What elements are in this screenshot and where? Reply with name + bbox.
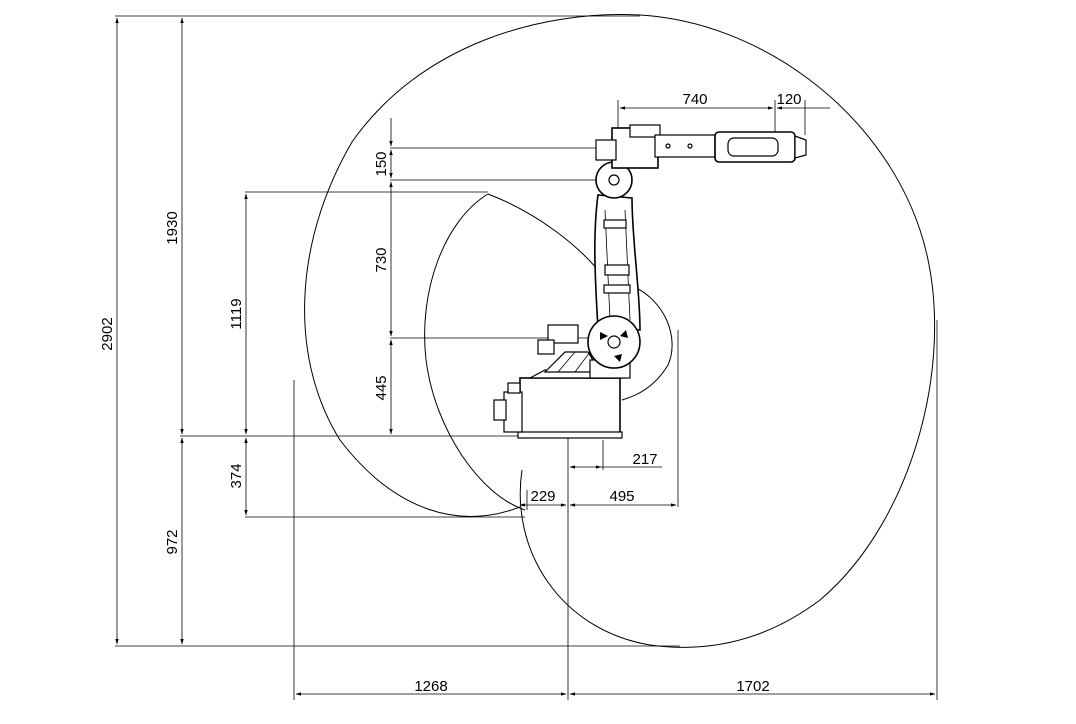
robot-arm	[493, 124, 807, 439]
dim-217: 217	[632, 451, 657, 468]
dim-2902: 2902	[99, 317, 116, 350]
dim-150: 150	[373, 151, 390, 176]
connector-box	[503, 391, 523, 433]
robot-base	[519, 377, 621, 435]
flange	[794, 135, 807, 159]
dim-229: 229	[530, 488, 555, 505]
dim-1268: 1268	[414, 678, 447, 695]
motor-box	[547, 324, 579, 344]
dim-972: 972	[164, 529, 181, 554]
dim-740: 740	[682, 91, 707, 108]
dim-120: 120	[776, 91, 801, 108]
dim-1702: 1702	[736, 678, 769, 695]
forearm	[654, 134, 716, 158]
extension-lines	[115, 15, 938, 700]
dim-374: 374	[228, 463, 245, 488]
dim-730: 730	[373, 247, 390, 272]
dim-495: 495	[609, 488, 634, 505]
dim-1930: 1930	[164, 211, 181, 244]
workspace-envelope	[304, 14, 936, 648]
dimension-labels: 740 120 150 730 445 1930 2902 1119 374 9…	[99, 91, 802, 695]
dim-1119: 1119	[228, 298, 245, 329]
lower-arm	[594, 194, 641, 331]
dimension-lines	[115, 17, 936, 696]
dim-445: 445	[373, 375, 390, 400]
